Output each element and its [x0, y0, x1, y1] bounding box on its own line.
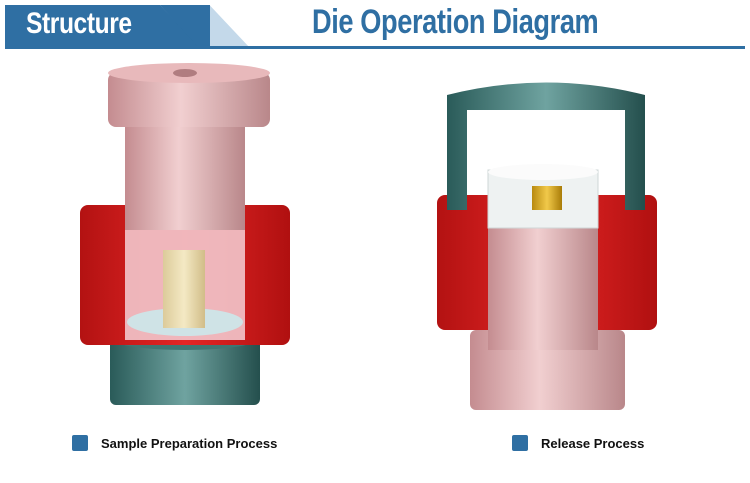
header-banner: Structure Die Operation Diagram: [0, 0, 750, 50]
release-punch: [488, 225, 598, 350]
base-plate: [110, 335, 260, 405]
legend-label: Release Process: [541, 435, 645, 451]
legend-label: Sample Preparation Process: [101, 435, 278, 451]
header-rule: [5, 46, 745, 49]
punch-head: [108, 72, 270, 127]
sample-preparation-die: [80, 63, 290, 405]
legend-square-icon: [72, 435, 88, 451]
release-die: [437, 82, 657, 410]
released-sample: [532, 186, 562, 210]
sample: [163, 250, 205, 328]
legend-square-icon: [512, 435, 528, 451]
legend-sample-preparation: Sample Preparation Process: [72, 435, 277, 451]
release-cap: [447, 82, 645, 210]
page-title: Die Operation Diagram: [312, 3, 599, 41]
punch-shaft: [125, 125, 245, 230]
section-label: Structure: [26, 7, 132, 40]
legend-release: Release Process: [512, 435, 644, 451]
